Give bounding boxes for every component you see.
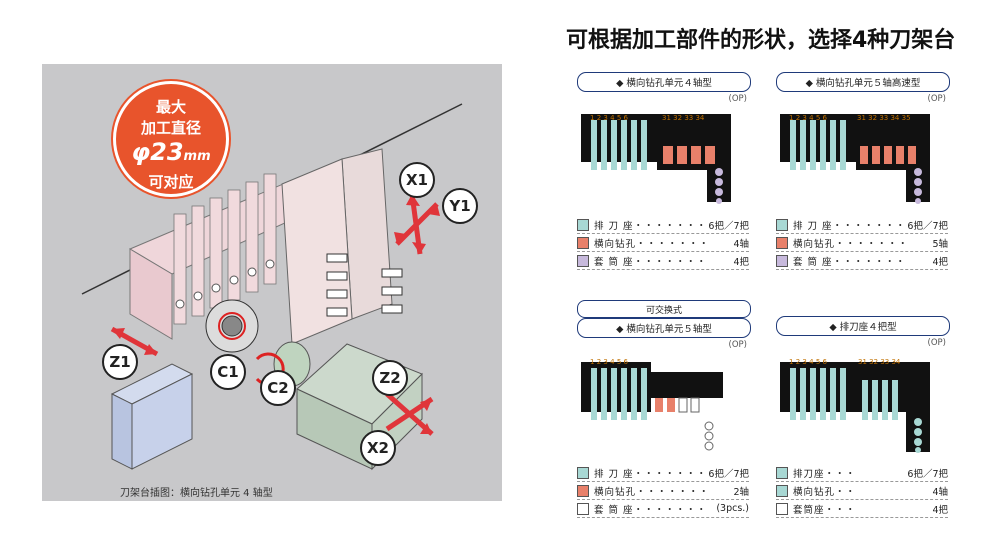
op-label: (OP): [927, 338, 946, 348]
legend: 排 刀 座・・・・・・・6把／7把 横向钻孔・・・・・・・5轴 套 筒 座・・・…: [776, 216, 948, 270]
swatch-cross: [776, 484, 788, 497]
cross-numbers-0: 31 32 33 34: [662, 114, 705, 122]
axis-x2-label: X2: [360, 430, 396, 466]
swatch-cross: [577, 484, 589, 497]
legend-row-sleeve: 套 筒 座・・・・・・・4把: [577, 252, 749, 270]
illustration-caption: 刀架台插图：横向钻孔单元 4 轴型: [120, 488, 273, 499]
swatch-sleeve: [776, 254, 788, 267]
cross-numbers-3: 31 32 33 34: [858, 358, 901, 366]
swatch-cross: [776, 236, 788, 249]
badge-line2: 加工直径: [140, 119, 201, 137]
axis-z2-label: Z2: [372, 360, 408, 396]
panel-heading: ◆ 横向钻孔单元４轴型: [577, 72, 751, 92]
legend-row-sleeve: 套筒座・・・4把: [776, 500, 948, 518]
gang-numbers-2: 1 2 3 4 5 6: [590, 358, 628, 366]
legend-row-cross: 横向钻孔・・・・・・・2轴: [577, 482, 749, 500]
legend-row-sleeve: 套 筒 座・・・・・・・4把: [776, 252, 948, 270]
panel-cross-drill-4: ◆ 横向钻孔单元４轴型 (OP) 排 刀 座・・・・・・・6把／7把 横向钻孔・…: [577, 72, 757, 272]
gang-numbers-3: 1 2 3 4 5 6: [789, 358, 827, 366]
layout-diagram: [581, 114, 731, 204]
layout-diagram: [581, 362, 723, 451]
legend-row-gang: 排 刀 座・・・・・・・6把／7把: [577, 464, 749, 482]
panel-interchangeable-cross-drill-5: 可交换式 ◆ 横向钻孔单元５轴型 (OP) 排 刀 座・・・・・・・6把／7把 …: [577, 300, 757, 520]
swatch-sleeve: [577, 254, 589, 267]
legend: 排刀座・・・6把／7把 横向钻孔・・4轴 套筒座・・・4把: [776, 464, 948, 518]
layout-diagram: [780, 114, 930, 204]
op-label: (OP): [728, 94, 747, 104]
legend-row-cross: 横向钻孔・・・・・・・4轴: [577, 234, 749, 252]
swatch-cross: [577, 236, 589, 249]
gang-numbers-0: 1 2 3 4 5 6: [590, 114, 628, 122]
legend-row-cross: 横向钻孔・・・・・・・5轴: [776, 234, 948, 252]
swatch-gang: [776, 466, 788, 479]
badge-line3: φ23mm: [131, 138, 211, 166]
page-title: 可根据加工部件的形状，选择4种刀架台: [566, 28, 956, 53]
axis-c1-label: C1: [210, 354, 246, 390]
panel-heading: ◆ 排刀座４把型: [776, 316, 950, 336]
tool-post-illustration: X1 Y1 Z1 C1 C2 Z2 X2: [42, 64, 502, 501]
swatch-gang: [577, 218, 589, 231]
swatch-sleeve: [776, 502, 788, 515]
legend-row-gang: 排刀座・・・6把／7把: [776, 464, 948, 482]
legend: 排 刀 座・・・・・・・6把／7把 横向钻孔・・・・・・・2轴 套 筒 座・・・…: [577, 464, 749, 518]
panel-heading: ◆ 横向钻孔单元５轴高速型: [776, 72, 950, 92]
axis-x1-label: X1: [399, 162, 435, 198]
panel-cross-drill-5-high-speed: ◆ 横向钻孔单元５轴高速型 (OP) 排 刀 座・・・・・・・6把／7把 横向钻…: [776, 72, 956, 272]
badge-line4: 可对应: [148, 173, 194, 191]
panel-heading: ◆ 横向钻孔单元５轴型: [577, 318, 751, 338]
legend-row-sleeve: 套 筒 座・・・・・・・(3pcs.): [577, 500, 749, 518]
op-label: (OP): [927, 94, 946, 104]
axis-z1-label: Z1: [102, 344, 138, 380]
op-label: (OP): [728, 340, 747, 350]
cross-numbers-1: 31 32 33 34 35: [857, 114, 911, 122]
swatch-sleeve: [577, 502, 589, 515]
panel-subtitle: 可交换式: [577, 300, 751, 318]
panel-gang-tool-4: ◆ 排刀座４把型 (OP) 排刀座・・・6把／7把 横向钻孔・・4轴 套筒座・・…: [776, 316, 956, 520]
axis-y1-label: Y1: [442, 188, 478, 224]
badge-line1: 最大: [155, 98, 186, 116]
legend-row-cross: 横向钻孔・・4轴: [776, 482, 948, 500]
layout-diagram: [780, 362, 930, 453]
axis-c2-label: C2: [260, 370, 296, 406]
legend: 排 刀 座・・・・・・・6把／7把 横向钻孔・・・・・・・4轴 套 筒 座・・・…: [577, 216, 749, 270]
machine-drawing: [81, 103, 463, 471]
legend-row-gang: 排 刀 座・・・・・・・6把／7把: [577, 216, 749, 234]
swatch-gang: [776, 218, 788, 231]
legend-row-gang: 排 刀 座・・・・・・・6把／7把: [776, 216, 948, 234]
max-diameter-badge: 最大 加工直径 φ23mm 可对应: [113, 81, 229, 197]
gang-numbers-1: 1 2 3 4 5 6: [789, 114, 827, 122]
swatch-gang: [577, 466, 589, 479]
